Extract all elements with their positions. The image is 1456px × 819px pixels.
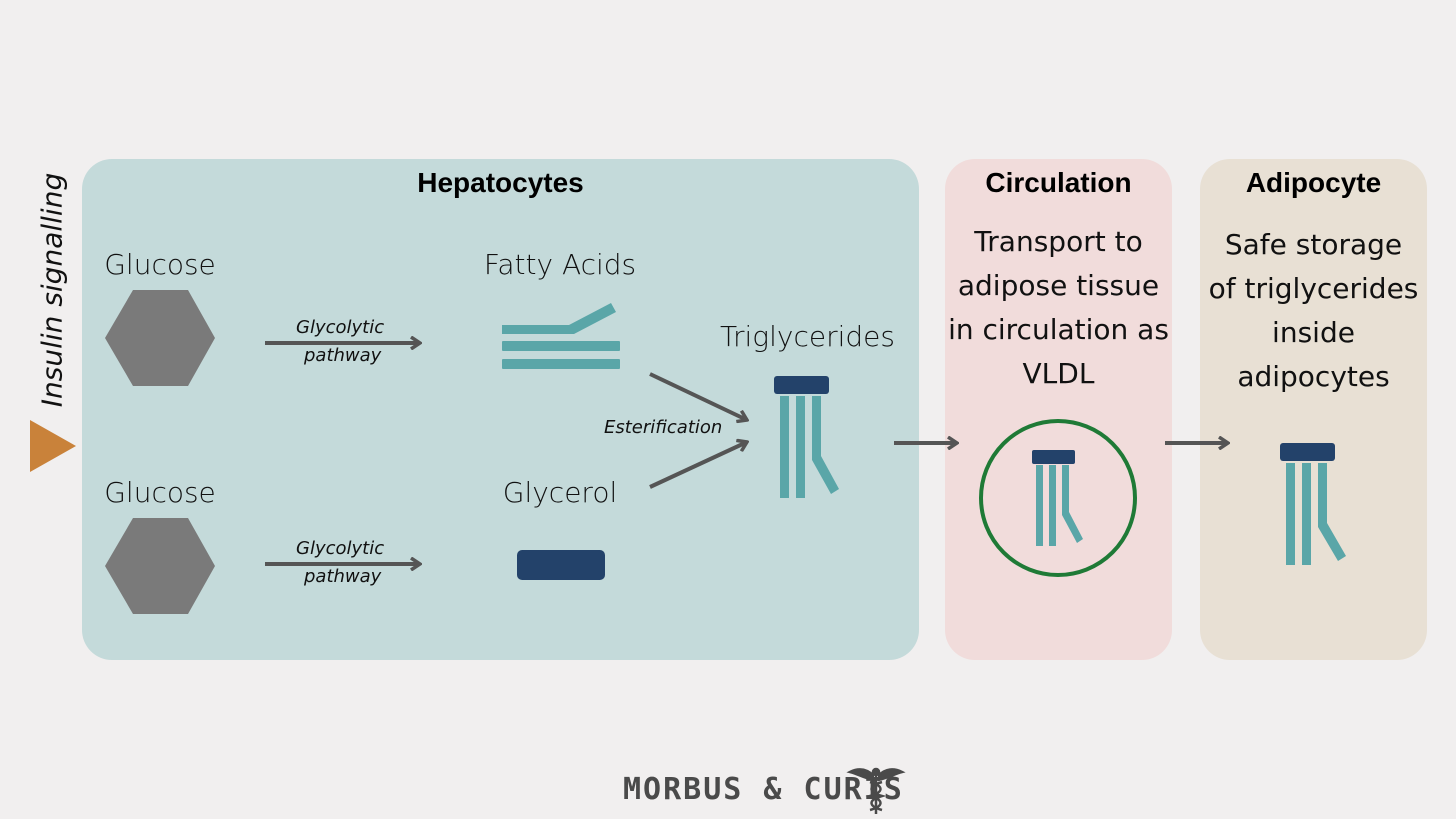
- esterification-label: Esterification: [604, 417, 723, 438]
- insulin-marker-icon: [30, 420, 76, 472]
- hepatocytes-title: Hepatocytes: [417, 167, 584, 198]
- circulation-title: Circulation: [985, 167, 1132, 198]
- pathway-line: Glycolytic: [296, 538, 385, 559]
- esterification-arrow-bottom: [649, 442, 747, 489]
- vldl-ring-icon: [979, 419, 1137, 577]
- glucose-top-label: Glucose: [104, 248, 216, 281]
- adipocyte-title: Adipocyte: [1245, 167, 1382, 198]
- pathway-line: pathway: [304, 345, 382, 366]
- pathway-line: pathway: [304, 566, 382, 587]
- adipocyte-description-line: of triglycerides: [1208, 272, 1419, 305]
- glycerol-icon: [517, 550, 605, 580]
- brand-wordmark: MORBUS & CURIS: [623, 772, 904, 807]
- pathway-line: Glycolytic: [296, 317, 385, 338]
- circulation-description-line: VLDL: [1022, 357, 1095, 390]
- esterification-arrow-top: [649, 372, 747, 420]
- glucose-bottom-label: Glucose: [104, 476, 216, 509]
- circulation-description: Transport to adipose tissue in circulati…: [945, 220, 1172, 396]
- glycolytic-pathway-bottom-label: Glycolytic pathway: [296, 535, 384, 591]
- adipocyte-panel: [1200, 159, 1427, 660]
- hepatocytes-panel: [82, 159, 919, 660]
- triglycerides-label: Triglycerides: [720, 320, 895, 353]
- adipocyte-description-line: inside: [1272, 316, 1355, 349]
- adipocyte-triglyceride-icon: [1280, 443, 1346, 565]
- glycerol-label: Glycerol: [502, 476, 618, 509]
- adipocyte-description: Safe storage of triglycerides inside adi…: [1200, 223, 1427, 399]
- fatty-acids-label: Fatty Acids: [483, 248, 637, 281]
- glucose-top-icon: [105, 290, 215, 386]
- caduceus-icon: [846, 767, 906, 814]
- circulation-description-line: in circulation as: [948, 313, 1169, 346]
- circulation-description-line: adipose tissue: [957, 269, 1160, 302]
- adipocyte-description-line: Safe storage: [1224, 228, 1403, 261]
- adipocyte-description-line: adipocytes: [1237, 360, 1390, 393]
- fatty-acids-icon: [502, 303, 620, 369]
- triglyceride-icon: [774, 376, 839, 498]
- glucose-bottom-icon: [105, 518, 215, 614]
- glycolytic-pathway-top-label: Glycolytic pathway: [296, 314, 384, 370]
- circulation-description-line: Transport to: [974, 225, 1143, 258]
- vldl-triglyceride-icon: [1032, 450, 1083, 546]
